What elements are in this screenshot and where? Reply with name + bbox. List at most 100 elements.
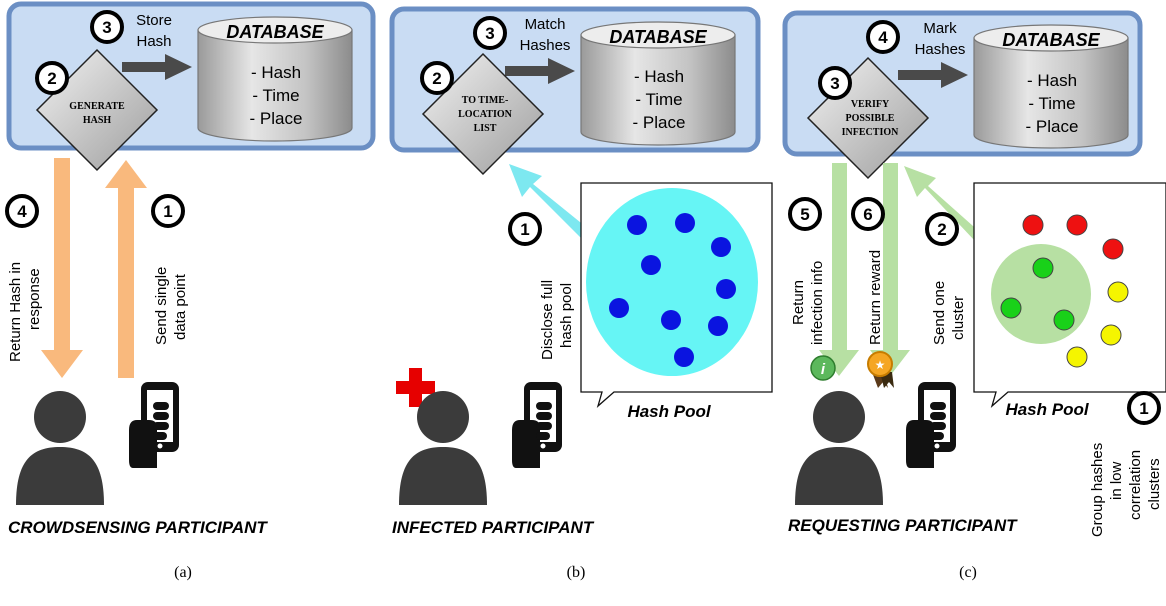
person-icon (16, 391, 104, 505)
panel-b: DATABASE - Hash - Time - Place 3 Match H… (389, 6, 773, 581)
return-hash-label: Return Hash in (7, 262, 24, 362)
hash-pool-label: Hash Pool (1005, 400, 1089, 419)
send-cluster-label: cluster (950, 296, 967, 340)
smartphone-icon (129, 382, 179, 468)
db-field-time: - Time (252, 86, 299, 105)
database-icon (580, 21, 736, 146)
person-icon (399, 391, 487, 505)
arrow-reward-icon (870, 163, 910, 376)
step-number: 3 (102, 18, 111, 37)
reward-medal-icon: ★ (867, 351, 894, 388)
hash-dots (1000, 214, 1129, 368)
mark-label: Hashes (915, 41, 966, 58)
generate-label: HASH (83, 115, 112, 126)
group-label: correlation (1127, 450, 1144, 520)
db-field-time: - Time (1028, 94, 1075, 113)
disclose-label: hash pool (558, 283, 575, 348)
verify-label: VERIFY (851, 99, 890, 110)
step-badge (420, 61, 454, 95)
hash-dot (627, 215, 647, 235)
store-label: Hash (136, 33, 171, 50)
db-field-place: - Place (250, 109, 303, 128)
step-badge (851, 197, 885, 231)
store-label: Store (136, 12, 172, 29)
disclose-label: Disclose full (539, 280, 556, 360)
database-title: DATABASE (1002, 30, 1100, 50)
step-badge (925, 212, 959, 246)
hash-dot (674, 347, 694, 367)
caption: (a) (174, 564, 192, 581)
step-badge (35, 61, 69, 95)
arrow-mark-icon (898, 62, 968, 88)
step-badge (90, 10, 124, 44)
verify-label: POSSIBLE (846, 113, 895, 124)
send-label: Send single (153, 267, 170, 345)
hash-dot-green (1000, 297, 1022, 319)
group-label: Group hashes (1089, 443, 1106, 537)
step-badge (866, 20, 900, 54)
send-label: data point (172, 273, 189, 340)
db-field-place: - Place (633, 113, 686, 132)
step-number: 3 (485, 24, 494, 43)
step-badge (473, 16, 507, 50)
database-title: DATABASE (609, 27, 707, 47)
step-badge (151, 194, 185, 228)
db-field-place: - Place (1026, 117, 1079, 136)
participant-label: REQUESTING PARTICIPANT (788, 516, 1018, 535)
return-hash-label: response (26, 268, 43, 330)
match-label: Hashes (520, 37, 571, 54)
db-field-hash: - Hash (1027, 71, 1077, 90)
database-title: DATABASE (226, 22, 324, 42)
step-number: 4 (17, 202, 27, 221)
match-label: Match (525, 16, 566, 33)
timeloc-label: LOCATION (458, 109, 512, 120)
smartphone-icon (906, 382, 956, 468)
participant-label: INFECTED PARTICIPANT (392, 518, 595, 537)
group-label: clusters (1146, 458, 1163, 510)
arrow-down-icon (41, 158, 83, 378)
step-badge (1127, 391, 1161, 425)
step-number: 2 (432, 69, 441, 88)
hash-dot-yellow (1066, 346, 1088, 368)
step-badge (5, 194, 39, 228)
step-number: 3 (830, 74, 839, 93)
step-number: 1 (520, 220, 529, 239)
panel-c: DATABASE - Hash - Time - Place 4 Mark Ha… (782, 10, 1166, 581)
hash-dot-green (1032, 257, 1054, 279)
step-badge (788, 197, 822, 231)
hash-dot (661, 310, 681, 330)
return-info-label: infection info (809, 261, 826, 345)
hash-dot-red (1066, 214, 1088, 236)
generate-label: GENERATE (69, 101, 125, 112)
step-number: 4 (878, 28, 888, 47)
hash-dot (716, 279, 736, 299)
participant-label: CROWDSENSING PARTICIPANT (8, 518, 268, 537)
hash-dot (609, 298, 629, 318)
step-number: 1 (1139, 399, 1148, 418)
send-cluster-label: Send one (931, 281, 948, 345)
arrow-up-icon (105, 160, 147, 378)
return-info-label: Return (790, 280, 807, 325)
step-number: 2 (937, 220, 946, 239)
timeloc-label: LIST (474, 123, 497, 134)
svg-text:i: i (821, 361, 826, 378)
hash-dot (711, 237, 731, 257)
svg-text:★: ★ (875, 358, 886, 372)
hash-dot (675, 213, 695, 233)
database-icon (197, 16, 353, 142)
group-label: in low (1108, 461, 1125, 500)
caption: (c) (959, 564, 977, 581)
database-icon (973, 24, 1129, 149)
smartphone-icon (512, 382, 562, 468)
medical-cross-icon (396, 368, 435, 407)
arrow-store-icon (122, 54, 192, 80)
arrow-match-icon (505, 58, 575, 84)
mark-label: Mark (923, 20, 957, 37)
step-badge (818, 66, 852, 100)
db-field-time: - Time (635, 90, 682, 109)
hash-dots (609, 213, 736, 367)
panel-a: DATABASE - Hash - Time - Place 3 Store H… (5, 1, 376, 581)
hash-dot-red (1102, 238, 1124, 260)
step-number: 6 (863, 205, 872, 224)
